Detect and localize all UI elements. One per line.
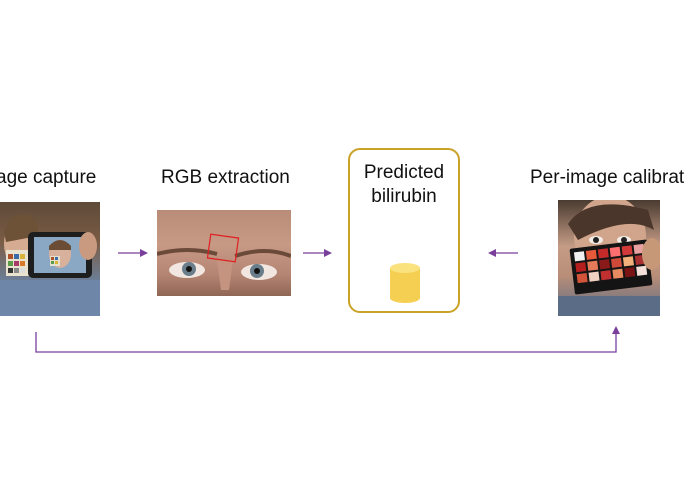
image-capture-photo [0, 202, 100, 316]
rgb-extraction-photo [157, 210, 291, 296]
cylinder-icon [390, 263, 420, 303]
per-image-calibration-photo [558, 200, 660, 316]
roi-rectangle [206, 233, 240, 263]
image-capture-label: age capture [0, 167, 97, 188]
predicted-bilirubin-box: Predicted bilirubin [348, 148, 460, 313]
rgb-extraction-label: RGB extraction [161, 167, 290, 188]
arrow-capture-to-calibration [35, 326, 620, 353]
per-image-calibration-label: Per-image calibrat [530, 167, 685, 188]
predicted-label: Predicted [363, 162, 445, 183]
bilirubin-label: bilirubin [371, 186, 437, 207]
